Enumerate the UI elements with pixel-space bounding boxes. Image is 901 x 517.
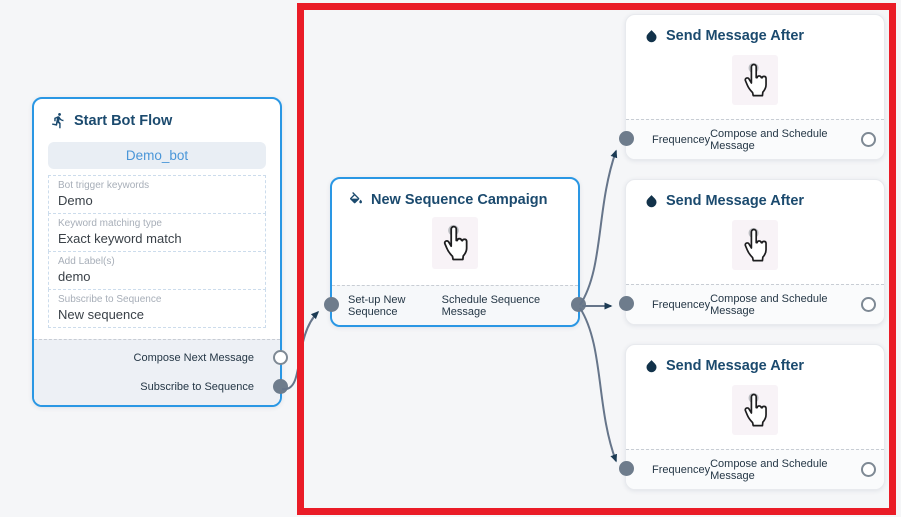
output-label: Subscribe to Sequence <box>140 380 254 393</box>
wire-subscribe-to-campaign <box>281 310 320 391</box>
port-set-up-new-sequence[interactable] <box>324 297 339 312</box>
campaign-footer: Set-up New Sequence Schedule Sequence Me… <box>332 285 578 325</box>
water-drop-icon <box>646 195 657 208</box>
send-input-label: Frequencey <box>652 298 711 311</box>
field-keyword-matching-type[interactable]: Keyword matching type Exact keyword matc… <box>48 213 266 252</box>
send-footer: Frequencey Compose and Schedule Message <box>626 284 884 324</box>
paint-bucket-icon <box>349 192 362 204</box>
walking-person-icon <box>52 113 64 129</box>
port-compose-and-schedule[interactable] <box>861 132 876 147</box>
start-node-title: Start Bot Flow <box>74 112 173 129</box>
output-subscribe-to-sequence: Subscribe to Sequence <box>34 377 288 397</box>
send-body-button[interactable] <box>732 220 778 270</box>
field-subscribe-to-sequence[interactable]: Subscribe to Sequence New sequence <box>48 289 266 328</box>
port-compose-next-message[interactable] <box>273 350 288 366</box>
campaign-title: New Sequence Campaign <box>371 192 548 208</box>
campaign-header: New Sequence Campaign <box>332 179 578 212</box>
port-schedule-sequence-message[interactable] <box>571 297 586 312</box>
node-send-message-after-1[interactable]: Send Message After Frequencey Compose an… <box>619 14 885 160</box>
campaign-output-label: Schedule Sequence Message <box>441 293 541 318</box>
campaign-body-button[interactable] <box>432 217 478 269</box>
send-header: Send Message After <box>626 345 884 376</box>
field-add-labels[interactable]: Add Label(s) demo <box>48 251 266 290</box>
field-bot-trigger-keywords[interactable]: Bot trigger keywords Demo <box>48 175 266 214</box>
send-title: Send Message After <box>666 358 805 374</box>
water-drop-icon <box>646 360 657 373</box>
send-body-button[interactable] <box>732 55 778 105</box>
wire-campaign-to-send-1 <box>579 149 618 306</box>
send-input-label: Frequencey <box>652 463 711 476</box>
send-input-label: Frequencey <box>652 133 711 146</box>
port-frequencey[interactable] <box>619 461 634 476</box>
port-compose-and-schedule[interactable] <box>861 462 876 477</box>
send-title: Send Message After <box>666 28 805 44</box>
send-footer: Frequencey Compose and Schedule Message <box>626 119 884 159</box>
node-send-message-after-3[interactable]: Send Message After Frequencey Compose an… <box>619 344 885 490</box>
send-output-label: Compose and Schedule Message <box>710 292 828 317</box>
start-node-fields: Bot trigger keywords Demo Keyword matchi… <box>48 175 266 328</box>
port-compose-and-schedule[interactable] <box>861 297 876 312</box>
bot-name-pill[interactable]: Demo_bot <box>48 142 266 169</box>
send-output-label: Compose and Schedule Message <box>710 457 828 482</box>
node-start-bot-flow[interactable]: Start Bot Flow Demo_bot Bot trigger keyw… <box>32 97 288 407</box>
send-title: Send Message After <box>666 193 805 209</box>
port-frequencey[interactable] <box>619 296 634 311</box>
start-bot-flow-header: Start Bot Flow <box>34 99 280 133</box>
send-body-button[interactable] <box>732 385 778 435</box>
water-drop-icon <box>646 30 657 43</box>
wire-campaign-to-send-3 <box>579 307 617 463</box>
node-new-sequence-campaign[interactable]: New Sequence Campaign Set-up New Sequenc… <box>324 177 586 327</box>
send-header: Send Message After <box>626 15 884 46</box>
node-send-message-after-2[interactable]: Send Message After Frequencey Compose an… <box>619 179 885 325</box>
port-frequencey[interactable] <box>619 131 634 146</box>
send-footer: Frequencey Compose and Schedule Message <box>626 449 884 489</box>
start-node-footer: Compose Next Message Subscribe to Sequen… <box>34 339 288 405</box>
hand-cursor-icon <box>443 225 468 261</box>
output-compose-next-message: Compose Next Message <box>34 348 288 368</box>
output-label: Compose Next Message <box>133 352 254 365</box>
hand-cursor-icon <box>744 392 767 427</box>
hand-cursor-icon <box>744 227 767 262</box>
hand-cursor-icon <box>744 62 767 97</box>
port-subscribe-to-sequence[interactable] <box>273 378 288 394</box>
send-header: Send Message After <box>626 180 884 211</box>
send-output-label: Compose and Schedule Message <box>710 127 828 152</box>
campaign-input-label: Set-up New Sequence <box>348 293 406 318</box>
